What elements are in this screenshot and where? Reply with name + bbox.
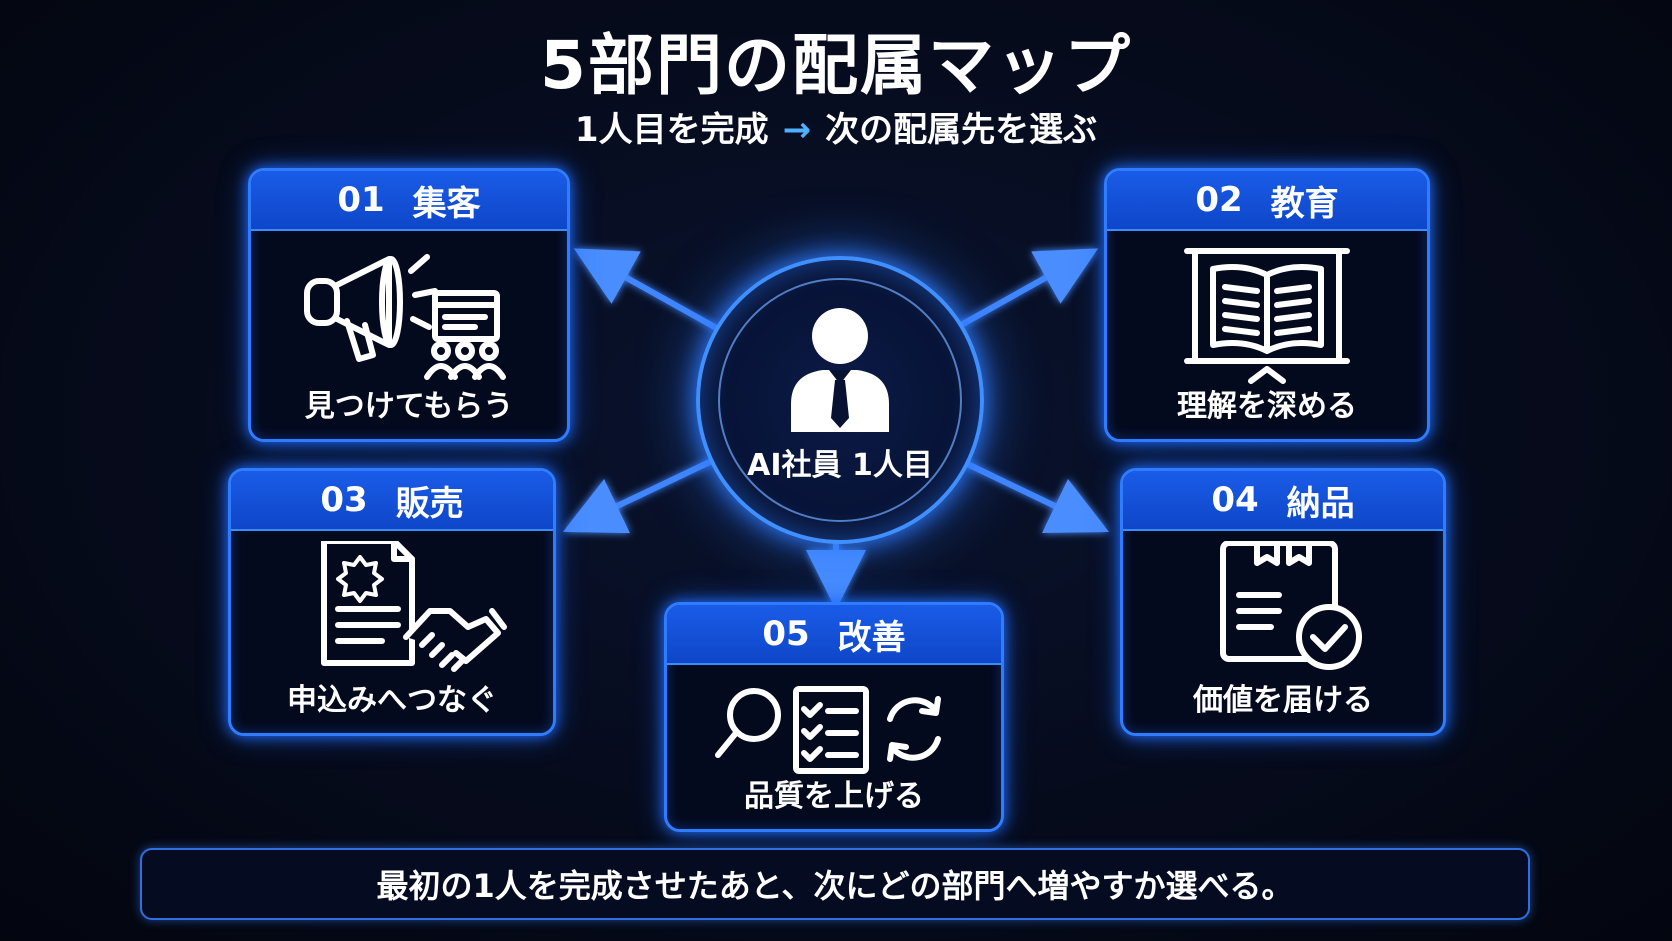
card-label: 理解を深める [1177,389,1357,424]
card-label: 価値を届ける [1193,683,1373,718]
department-card-02[interactable]: 02 教育 理解を深める [1104,168,1430,442]
arrow-to-03 [562,455,720,534]
department-card-03[interactable]: 03 販売 申込みへつなぐ [228,468,556,736]
arrow-to-02 [950,248,1099,333]
page-title: 5部門の配属マップ [540,27,1132,104]
hub-circle[interactable]: AI社員 1人目 [696,256,984,544]
card-label: 品質を上げる [744,779,924,814]
magnifier-checklist-refresh-icon [667,679,1001,779]
card-header: 05 改善 [667,605,1001,665]
megaphone-audience-icon [251,241,567,391]
page-subtitle: 1人目を完成 → 次の配属先を選ぶ [0,105,1672,155]
card-title: 改善 [837,617,906,658]
card-number: 02 [1195,180,1243,220]
card-header: 02 教育 [1107,171,1427,231]
card-number: 03 [320,480,368,520]
card-title: 販売 [395,483,464,524]
subtitle-right: 次の配属先を選ぶ [825,110,1098,150]
subtitle-arrow-icon: → [782,110,812,150]
card-header: 04 納品 [1123,471,1443,531]
arrow-to-01 [573,248,722,333]
footer-note: 最初の1人を完成させたあと、次にどの部門へ増やすか選べる。 [140,848,1530,920]
card-header: 03 販売 [231,471,553,531]
card-number: 05 [762,614,810,654]
arrow-to-04 [953,455,1110,534]
department-card-04[interactable]: 04 納品 価値を届ける [1120,468,1446,736]
department-card-01[interactable]: 01 集客 見つけてもらう [248,168,570,442]
contract-handshake-icon [231,541,553,691]
card-number: 04 [1211,480,1259,520]
employee-person-icon [791,308,889,432]
package-check-icon [1123,541,1443,691]
card-label: 申込みへつなぐ [287,683,497,718]
department-card-05[interactable]: 05 改善 品質を上げる [664,602,1004,832]
card-header: 01 集客 [251,171,567,231]
hub-inner-ring [718,278,962,522]
subtitle-left: 1人目を完成 [574,110,769,150]
card-title: 納品 [1286,483,1355,524]
hub-label: AI社員 1人目 [747,448,933,483]
card-number: 01 [337,180,385,220]
card-label: 見つけてもらう [304,389,514,424]
card-title: 集客 [412,183,481,224]
open-book-board-icon [1107,241,1427,391]
card-title: 教育 [1270,183,1339,224]
